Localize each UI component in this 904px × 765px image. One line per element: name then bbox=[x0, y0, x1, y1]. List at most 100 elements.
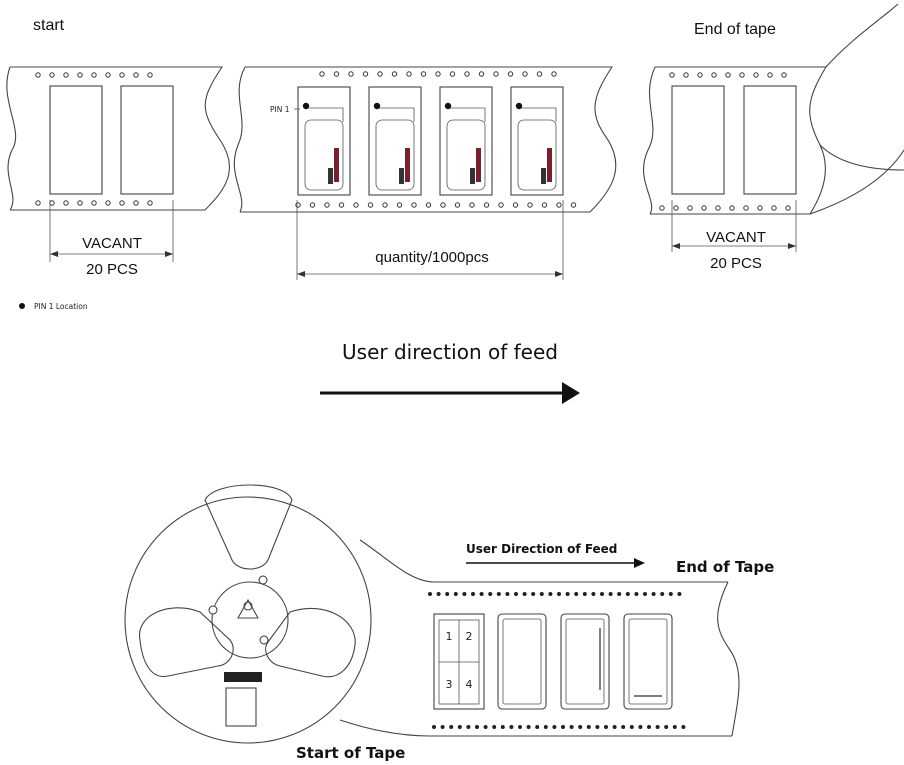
vacant-dimension-right: VACANT 20 PCS bbox=[671, 200, 797, 272]
reel-cutout bbox=[139, 607, 234, 677]
sprocket-hole bbox=[767, 72, 773, 78]
sprocket-hole bbox=[49, 200, 55, 206]
sprocket-hole bbox=[522, 592, 527, 596]
sprocket-hole bbox=[552, 725, 557, 729]
sprocket-hole bbox=[771, 205, 777, 211]
sprocket-hole bbox=[557, 592, 561, 596]
sprocket-hole bbox=[500, 725, 505, 729]
sprocket-hole bbox=[77, 72, 83, 78]
sprocket-hole bbox=[565, 592, 570, 596]
sprocket-hole bbox=[462, 592, 467, 596]
sprocket-hole bbox=[449, 725, 454, 729]
sprocket-hole bbox=[729, 205, 735, 211]
sprocket-hole bbox=[514, 592, 518, 596]
sprocket-hole bbox=[651, 592, 656, 596]
sprocket-hole bbox=[457, 725, 462, 729]
sprocket-hole bbox=[475, 725, 479, 729]
sprocket-hole bbox=[591, 592, 596, 596]
sprocket-hole bbox=[543, 725, 548, 729]
reel-feed-arrow bbox=[466, 558, 645, 568]
sprocket-hole bbox=[569, 725, 574, 729]
sprocket-hole bbox=[522, 71, 528, 77]
sprocket-hole bbox=[471, 592, 475, 596]
sprocket-hole bbox=[454, 202, 461, 208]
feed-direction-arrow bbox=[320, 382, 580, 404]
reel-label-area bbox=[225, 687, 257, 727]
sprocket-hole bbox=[505, 592, 510, 596]
reel-start-label: Start of Tape bbox=[296, 744, 405, 762]
pin1-dot bbox=[373, 102, 381, 110]
reel-pocket bbox=[497, 613, 547, 710]
sprocket-hole bbox=[527, 202, 533, 208]
sprocket-hole bbox=[757, 205, 763, 211]
reel-pocket bbox=[560, 613, 610, 710]
sprocket-hole bbox=[445, 592, 450, 596]
sprocket-hole bbox=[608, 592, 613, 596]
sprocket-hole bbox=[492, 725, 497, 729]
sprocket-hole bbox=[739, 72, 745, 78]
sprocket-hole bbox=[669, 72, 675, 78]
sprocket-hole bbox=[541, 202, 548, 208]
sprocket-hole bbox=[479, 592, 484, 596]
sprocket-hole bbox=[105, 200, 111, 206]
sprocket-hole bbox=[469, 202, 475, 208]
sprocket-hole bbox=[629, 725, 634, 729]
sprocket-hole bbox=[133, 200, 139, 206]
sprocket-hole bbox=[725, 72, 731, 78]
sprocket-hole bbox=[672, 725, 677, 729]
reel-hub-icon bbox=[237, 598, 259, 619]
reel-barcode bbox=[224, 672, 262, 682]
sprocket-hole bbox=[333, 71, 340, 77]
sprocket-hole bbox=[420, 71, 427, 77]
sprocket-hole bbox=[677, 592, 682, 596]
sprocket-hole bbox=[147, 72, 153, 78]
vacant-pocket bbox=[120, 85, 174, 195]
sprocket-hole bbox=[35, 200, 41, 206]
reel-pocket bbox=[623, 613, 673, 710]
sprocket-hole bbox=[425, 202, 432, 208]
sprocket-hole bbox=[604, 725, 608, 729]
sprocket-hole bbox=[743, 205, 749, 211]
sprocket-hole bbox=[570, 202, 577, 208]
sprocket-hole bbox=[668, 592, 673, 596]
quantity-label: quantity/1000pcs bbox=[375, 249, 488, 266]
reel-cutout bbox=[204, 484, 293, 570]
sprocket-hole bbox=[362, 71, 369, 77]
sprocket-hole bbox=[612, 725, 617, 729]
sprocket-hole bbox=[91, 72, 97, 78]
sprocket-hole bbox=[77, 200, 83, 206]
reel-feed-label: User Direction of Feed bbox=[466, 542, 617, 556]
reel-tape-end bbox=[717, 581, 740, 737]
vacant-count: 20 PCS bbox=[710, 255, 762, 272]
sprocket-hole bbox=[781, 72, 787, 78]
sprocket-hole bbox=[512, 202, 519, 208]
sprocket-hole bbox=[625, 592, 630, 596]
sprocket-hole bbox=[440, 202, 446, 208]
sprocket-hole bbox=[548, 592, 553, 596]
component-chip bbox=[375, 119, 415, 191]
sprocket-hole bbox=[105, 72, 111, 78]
sprocket-hole bbox=[697, 72, 703, 78]
loaded-pocket bbox=[297, 86, 351, 196]
pin-quadrant-4: 4 bbox=[466, 678, 473, 691]
sprocket-hole bbox=[147, 200, 153, 206]
loaded-pocket bbox=[439, 86, 493, 196]
sprocket-hole bbox=[535, 725, 540, 729]
vacant-pocket bbox=[671, 85, 725, 195]
vacant-dimension-left: VACANT 20 PCS bbox=[49, 200, 174, 278]
sprocket-hole bbox=[574, 592, 579, 596]
loaded-pocket bbox=[510, 86, 564, 196]
chip-marking bbox=[405, 148, 410, 182]
sprocket-hole bbox=[49, 72, 55, 78]
sprocket-hole bbox=[498, 202, 504, 208]
sprocket-hole bbox=[91, 200, 97, 206]
sprocket-hole bbox=[551, 71, 557, 77]
sprocket-hole bbox=[701, 205, 707, 211]
sprocket-hole bbox=[483, 202, 490, 208]
pin1-dot bbox=[444, 102, 452, 110]
sprocket-hole bbox=[391, 71, 398, 77]
sprocket-hole bbox=[621, 725, 626, 729]
sprocket-hole bbox=[396, 202, 403, 208]
sprocket-hole bbox=[711, 72, 717, 78]
vacant-label: VACANT bbox=[82, 235, 142, 252]
